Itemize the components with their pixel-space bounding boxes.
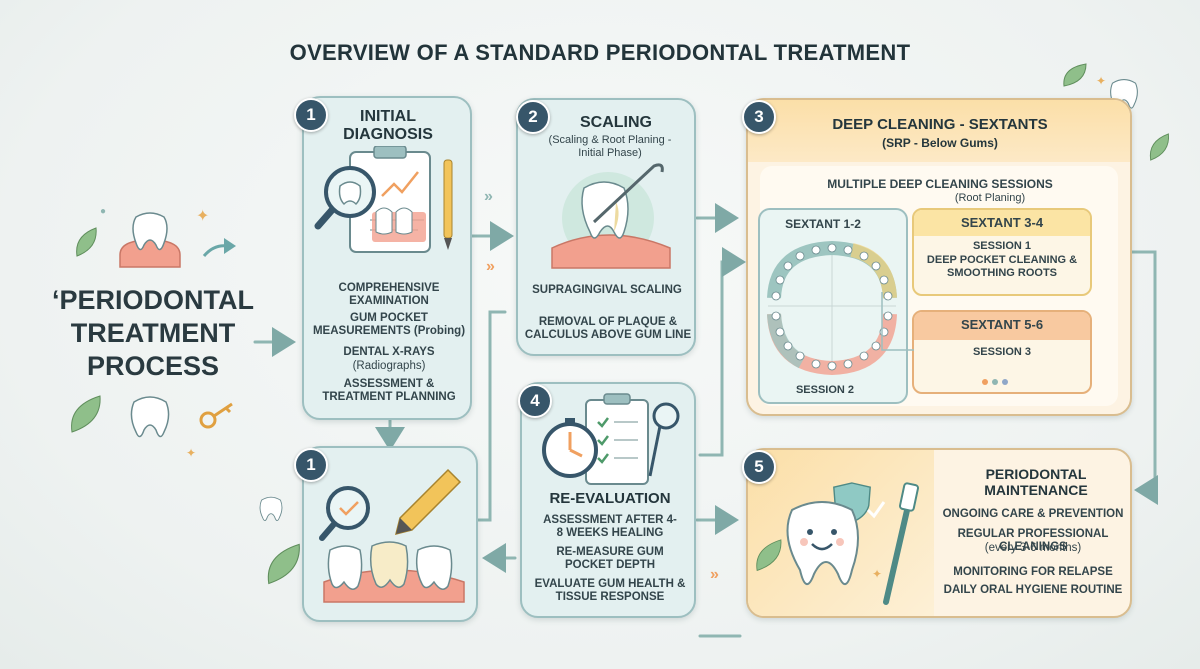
- maintenance-heading: PERIODONTAL MAINTENANCE: [984, 466, 1088, 498]
- card-maintenance: ✦: [746, 448, 1132, 618]
- sextant-34-label: SEXTANT 3-4: [960, 215, 1044, 230]
- step-number-badge: 4: [518, 384, 552, 418]
- leaf-icon: [1063, 63, 1087, 87]
- arrow-right-icon: [202, 238, 236, 257]
- sparkle-icon: ✦: [196, 208, 210, 225]
- sextant-12-label: SEXTANT 1-2: [785, 217, 861, 231]
- deep-cleaning-subheading: (SRP - Below Gums): [882, 136, 998, 150]
- arrow-scaling-down: [476, 310, 507, 522]
- reeval-heading: RE-EVALUATION: [549, 490, 671, 507]
- card-scaling: SUPRAGINGIVAL SCALING REMOVAL OF PLAQUE …: [516, 98, 696, 356]
- page-title: OVERVIEW OF A STANDARD PERIODONTAL TREAT…: [289, 40, 911, 65]
- leaf-icon: [267, 543, 300, 585]
- deep-cleaning-inner-sub: (Root Planing): [954, 192, 1026, 204]
- step-number-badge: 1: [294, 448, 328, 482]
- reeval-item-1: ASSESSMENT AFTER 4-8 WEEKS HEALING: [543, 514, 677, 539]
- scaling-item-2: REMOVAL OF PLAQUE & CALCULUS ABOVE GUM L…: [524, 316, 692, 341]
- sextant-34-detail: DEEP POCKET CLEANING & SMOOTHING ROOTS: [926, 254, 1078, 279]
- teeth-pencil-icon: [319, 468, 465, 603]
- key-icon: [199, 402, 233, 429]
- leaf-icon: [76, 227, 97, 257]
- card-reevaluation: ASSESSMENT AFTER 4-8 WEEKS HEALING RE-ME…: [520, 382, 696, 618]
- sextant-56-label: SEXTANT 5-6: [960, 317, 1044, 332]
- scaling-subheading: (Scaling & Root Planing - Initial Phase): [548, 134, 672, 159]
- leaf-icon: [756, 539, 782, 572]
- sextant-12-session: SESSION 2: [795, 384, 855, 396]
- tooth-icon: [259, 496, 283, 521]
- step-number-badge: 2: [516, 100, 550, 134]
- sparkle-icon: ●: [100, 206, 107, 217]
- card-initial-diagnosis: COMPREHENSIVE EXAMINATION GUM POCKET MEA…: [302, 96, 472, 420]
- side-title: ‘PERIODONTAL TREATMENT PROCESS: [52, 285, 254, 381]
- stopwatch-checklist-icon: [542, 393, 680, 485]
- maintenance-item-5: DAILY ORAL HYGIENE ROUTINE: [943, 584, 1123, 596]
- svg-text:✦: ✦: [872, 567, 882, 581]
- maintenance-item-4: MONITORING FOR RELAPSE: [953, 566, 1113, 578]
- diagnosis-heading: INITIAL DIAGNOSIS: [343, 108, 433, 143]
- sextant-56-session: SESSION 3: [972, 346, 1032, 358]
- deep-cleaning-inner-heading: MULTIPLE DEEP CLEANING SESSIONS: [827, 177, 1053, 191]
- tooth-icon: [130, 396, 170, 438]
- happy-tooth-icon: ✦: [786, 482, 919, 605]
- maintenance-item-2: REGULAR PROFESSIONAL CLEANINGS: [957, 528, 1109, 553]
- sparkle-icon: ✦: [186, 446, 197, 460]
- scaling-heading: SCALING: [580, 114, 652, 131]
- chevron-icon-2: »: [486, 258, 495, 275]
- maintenance-item-3: (every 3-6 months): [984, 542, 1082, 554]
- deep-cleaning-heading: DEEP CLEANING - SEXTANTS: [832, 116, 1048, 133]
- sparkle-icon: ✦: [1096, 74, 1107, 88]
- reeval-item-3: EVALUATE GUM HEALTH & TISSUE RESPONSE: [534, 578, 686, 603]
- connector-line: [881, 292, 914, 351]
- diagnosis-item-1: COMPREHENSIVE EXAMINATION: [338, 282, 440, 307]
- diagnosis-item-2: GUM POCKET MEASUREMENTS (Probing): [312, 312, 466, 337]
- deep-cleaning-header: [748, 100, 1130, 162]
- leaf-icon: [71, 395, 101, 433]
- maintenance-item-1: ONGOING CARE & PREVENTION: [942, 508, 1124, 520]
- dental-arch-icon: [767, 240, 897, 376]
- diagnosis-item-5: ASSESSMENT & TREATMENT PLANNING: [322, 378, 456, 403]
- tooth-scaler-icon: [551, 163, 671, 269]
- chevron-icon-3: »: [710, 566, 719, 583]
- sextant-34-panel: [912, 208, 1092, 296]
- step-number-badge: 1: [294, 98, 328, 132]
- arrow-deep-loop: [1130, 250, 1158, 505]
- tooth-gum-icon: [119, 212, 181, 268]
- diagnosis-item-4: (Radiographs): [352, 360, 426, 372]
- step-number-badge: 5: [742, 450, 776, 484]
- pagination-dots: [980, 372, 1010, 390]
- step-number-badge: 3: [742, 100, 776, 134]
- sextant-34-session: SESSION 1: [972, 240, 1032, 252]
- leaf-icon: [1149, 133, 1169, 161]
- scaling-item-1: SUPRAGINGIVAL SCALING: [532, 284, 682, 296]
- arrow-reeval-to-deep: [698, 247, 746, 457]
- chevron-icon-1: »: [484, 188, 493, 205]
- reeval-item-2: RE-MEASURE GUM POCKET DEPTH: [556, 546, 664, 571]
- clipboard-magnifier-icon: [314, 146, 453, 253]
- diagnosis-item-3: DENTAL X-RAYS: [343, 346, 435, 358]
- card-bottom-left: [302, 446, 478, 622]
